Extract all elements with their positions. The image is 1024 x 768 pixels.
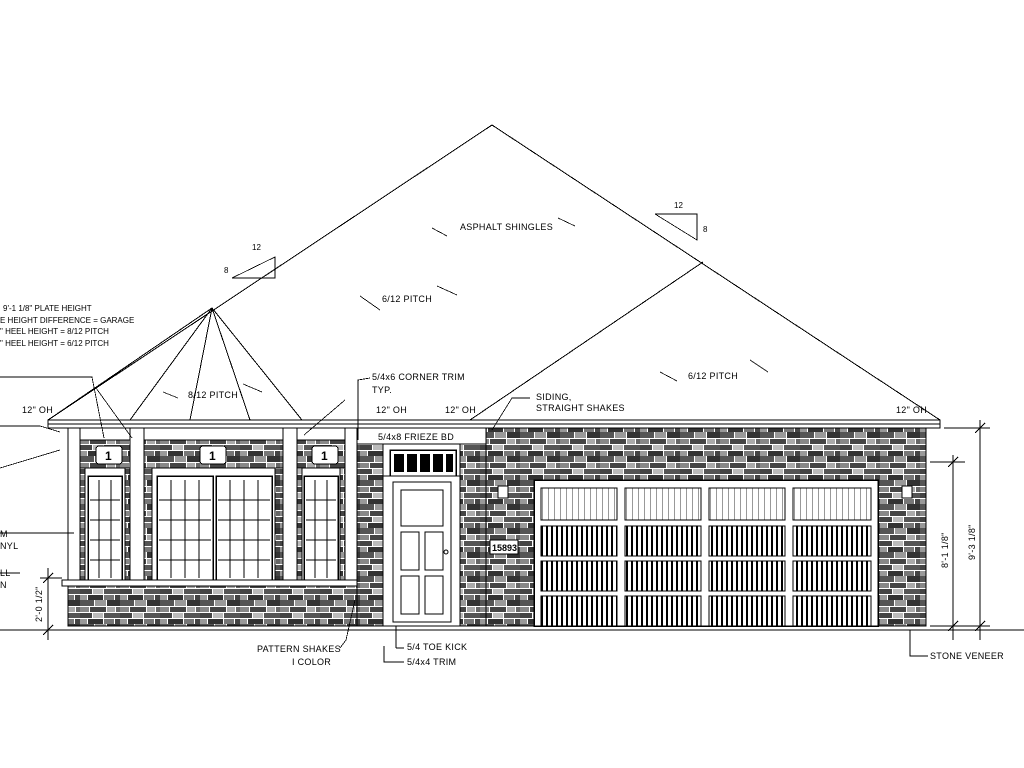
slope-rise-left: 8 (224, 266, 229, 275)
siding-label: SIDING, (536, 392, 572, 402)
left-label-1: M (0, 529, 8, 539)
left-label-2: NYL (0, 541, 18, 551)
slope-run-left: 12 (252, 243, 261, 252)
note-heel-8-12: " HEEL HEIGHT = 8/12 PITCH (0, 327, 109, 336)
bay-section (61, 427, 365, 627)
garage-wall-dimension: 9'-3 1/8" (967, 524, 977, 560)
left-leaders (0, 376, 346, 574)
main-roof-outline (47, 124, 941, 421)
right-pitch-label: 6/12 PITCH (688, 371, 738, 381)
roof (47, 124, 941, 421)
siding-type-label: STRAIGHT SHAKES (536, 403, 625, 413)
wainscot-dimension: 2'-0 1/2" (34, 586, 44, 622)
left-label-3: LL (0, 568, 11, 578)
callout-leaders (339, 377, 928, 663)
pattern-shakes-label: PATTERN SHAKES (257, 644, 341, 654)
asphalt-shingles-label: ASPHALT SHINGLES (460, 222, 553, 232)
entry-section (356, 427, 488, 627)
slope-rise-right: 8 (703, 225, 708, 234)
left-label-4: N (0, 580, 7, 590)
overhang-mid-2: 12" OH (445, 405, 476, 415)
overhang-left: 12" OH (22, 405, 53, 415)
address-number: 15893 (492, 543, 517, 553)
note-plate-height: 9'-1 1/8" PLATE HEIGHT (3, 304, 92, 313)
trim-label: 5/4x4 TRIM (407, 657, 456, 667)
window-tag-2: 1 (209, 449, 216, 463)
garage-section: 15893 (485, 427, 927, 627)
overhang-mid-1: 12" OH (376, 405, 407, 415)
slope-indicator-left (231, 256, 276, 279)
slope-run-right: 12 (674, 201, 683, 210)
note-heel-6-12: " HEEL HEIGHT = 6/12 PITCH (0, 339, 109, 348)
window-tag-1: 1 (105, 449, 112, 463)
window-tag-3: 1 (321, 449, 328, 463)
toe-kick-label: 5/4 TOE KICK (407, 642, 467, 652)
note-height-difference: E HEIGHT DIFFERENCE = GARAGE (0, 316, 134, 325)
dimension-lines (40, 420, 990, 640)
pattern-color-label: I COLOR (292, 657, 331, 667)
left-pitch-label: 8/12 PITCH (188, 390, 238, 400)
overhang-right: 12" OH (896, 405, 927, 415)
secondary-roof-ridge (469, 261, 704, 421)
corner-trim-typ-label: TYP. (372, 385, 392, 395)
height-notes: 9'-1 1/8" PLATE HEIGHT E HEIGHT DIFFEREN… (0, 304, 134, 348)
corner-trim-label: 5/4x6 CORNER TRIM (372, 372, 465, 382)
stone-veneer-label: STONE VENEER (930, 651, 1004, 661)
roof-leaders (162, 217, 769, 399)
wall-height-dimension: 8'-1 1/8" (940, 532, 950, 568)
slope-indicator-right (654, 213, 698, 241)
frieze-board-label: 5/4x8 FRIEZE BD (378, 432, 454, 442)
main-pitch-label: 6/12 PITCH (382, 294, 432, 304)
